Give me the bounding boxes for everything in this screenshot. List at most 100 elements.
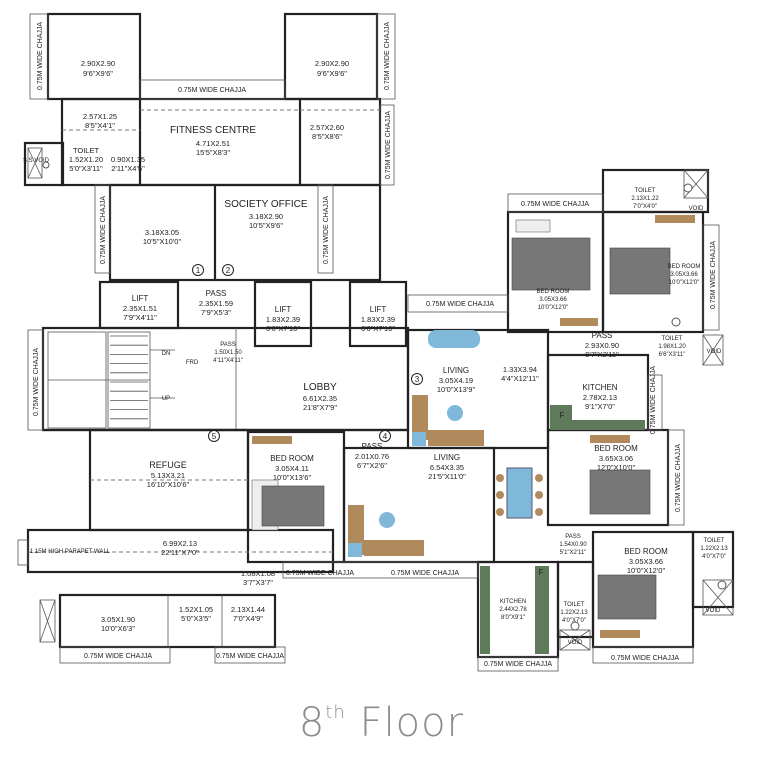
- svg-text:1.98X1.20: 1.98X1.20: [658, 344, 686, 350]
- floor-suffix: th: [325, 702, 346, 723]
- svg-text:KITCHEN: KITCHEN: [500, 599, 526, 605]
- svg-text:UP: UP: [162, 396, 170, 402]
- svg-text:LIFT: LIFT: [370, 305, 387, 314]
- svg-text:10'0"X12'0": 10'0"X12'0": [627, 566, 666, 575]
- svg-text:1: 1: [196, 266, 201, 275]
- svg-text:0.75M WIDE CHAJJA: 0.75M WIDE CHAJJA: [33, 348, 40, 416]
- svg-text:5'0"X3'11": 5'0"X3'11": [69, 164, 103, 173]
- svg-text:9'1"X7'0": 9'1"X7'0": [585, 402, 615, 411]
- sofa-living-1: [348, 505, 424, 557]
- chajja-labels: 0.75M WIDE CHAJJA 0.75M WIDE CHAJJA 0.75…: [33, 22, 717, 668]
- svg-text:BED ROOM: BED ROOM: [594, 444, 638, 453]
- svg-text:F: F: [560, 411, 565, 420]
- svg-text:1.52X1.05: 1.52X1.05: [179, 605, 213, 614]
- svg-text:0.75M WIDE CHAJJA: 0.75M WIDE CHAJJA: [84, 653, 152, 660]
- svg-text:5'1"X2'11": 5'1"X2'11": [560, 550, 587, 556]
- svg-text:SOCIETY OFFICE: SOCIETY OFFICE: [224, 199, 307, 210]
- svg-text:0.75M WIDE CHAJJA: 0.75M WIDE CHAJJA: [323, 196, 330, 264]
- svg-text:7'0"X4'0": 7'0"X4'0": [633, 204, 657, 210]
- svg-text:9'6"X9'6": 9'6"X9'6": [317, 69, 347, 78]
- svg-text:3.05X1.90: 3.05X1.90: [101, 615, 135, 624]
- svg-text:0.75M WIDE CHAJJA: 0.75M WIDE CHAJJA: [521, 201, 589, 208]
- svg-text:1.83X2.39: 1.83X2.39: [361, 315, 395, 324]
- svg-text:4'4"X12'11": 4'4"X12'11": [501, 374, 539, 383]
- svg-text:0.75M WIDE CHAJJA: 0.75M WIDE CHAJJA: [484, 661, 552, 668]
- svg-text:KITCHEN: KITCHEN: [582, 383, 617, 392]
- svg-text:TOILET: TOILET: [662, 336, 683, 342]
- dining-table: [496, 467, 543, 519]
- room-labels: 2.90X2.909'6"X9'6" 2.90X2.909'6"X9'6" 2.…: [69, 59, 728, 633]
- svg-text:3.18X2.90: 3.18X2.90: [249, 212, 283, 221]
- svg-text:0.75M WIDE CHAJJA: 0.75M WIDE CHAJJA: [391, 570, 459, 577]
- svg-text:0.75M WIDE CHAJJA: 0.75M WIDE CHAJJA: [37, 22, 44, 90]
- svg-text:2.44X2.78: 2.44X2.78: [499, 607, 527, 613]
- svg-text:PASS: PASS: [592, 331, 613, 340]
- svg-text:2.57X1.25: 2.57X1.25: [83, 112, 117, 121]
- misc-labels: S.S VOID VOID VOID VOID VOID 1.15M HIGH …: [23, 158, 722, 646]
- svg-text:10'5"X10'0": 10'5"X10'0": [143, 237, 182, 246]
- svg-text:1.33X3.94: 1.33X3.94: [503, 365, 537, 374]
- room-r11: 2.13X1.447'0"X4'9": [231, 605, 265, 623]
- svg-text:FITNESS CENTRE: FITNESS CENTRE: [170, 125, 256, 136]
- svg-text:8'0"X9'1": 8'0"X9'1": [501, 615, 525, 621]
- svg-text:10'0"X6'3": 10'0"X6'3": [101, 624, 135, 633]
- room-r1: 2.90X2.909'6"X9'6": [81, 59, 115, 78]
- svg-text:0.75M WIDE CHAJJA: 0.75M WIDE CHAJJA: [384, 22, 391, 90]
- svg-text:10'0"X12'0": 10'0"X12'0": [538, 305, 569, 311]
- svg-text:7'9"X4'11": 7'9"X4'11": [123, 313, 157, 322]
- floor-word: Floor: [359, 700, 465, 746]
- svg-text:0.75M WIDE CHAJJA: 0.75M WIDE CHAJJA: [710, 241, 717, 309]
- room-kitchen2: KITCHEN 2.44X2.78 8'0"X9'1": [499, 599, 527, 621]
- svg-text:PASS: PASS: [362, 442, 383, 451]
- svg-text:LOBBY: LOBBY: [303, 382, 337, 393]
- svg-text:1.22X2.13: 1.22X2.13: [700, 546, 728, 552]
- room-r12: 1.33X3.944'4"X12'11": [501, 365, 539, 383]
- svg-text:6'0"X7'10": 6'0"X7'10": [361, 324, 395, 333]
- svg-text:2.90X2.90: 2.90X2.90: [315, 59, 349, 68]
- dashed-lines: [28, 109, 380, 553]
- svg-text:BED ROOM: BED ROOM: [270, 454, 314, 463]
- svg-text:TOILET: TOILET: [564, 602, 585, 608]
- room-r10: 1.52X1.055'0"X3'5": [179, 605, 213, 623]
- floor-number: 8: [298, 700, 326, 746]
- svg-text:6.99X2.13: 6.99X2.13: [163, 539, 197, 548]
- svg-text:0.75M WIDE CHAJJA: 0.75M WIDE CHAJJA: [426, 301, 494, 308]
- svg-text:LIVING: LIVING: [434, 453, 460, 462]
- svg-text:6'0"X7'10": 6'0"X7'10": [266, 324, 300, 333]
- svg-text:10'0"X12'0": 10'0"X12'0": [669, 280, 700, 286]
- floor-title: 8th Floor: [0, 700, 763, 746]
- svg-text:9'6"X9'6": 9'6"X9'6": [83, 69, 113, 78]
- svg-text:2'11"X4'5": 2'11"X4'5": [111, 164, 145, 173]
- svg-text:3.05X3.66: 3.05X3.66: [629, 557, 663, 566]
- svg-text:5: 5: [212, 432, 217, 441]
- bed-3: [609, 215, 695, 295]
- svg-text:2.01X0.76: 2.01X0.76: [355, 452, 389, 461]
- svg-text:6.61X2.35: 6.61X2.35: [303, 394, 337, 403]
- svg-text:F: F: [539, 568, 544, 577]
- svg-text:1.15M HIGH PARAPET WALL: 1.15M HIGH PARAPET WALL: [30, 549, 111, 555]
- svg-text:0.75M WIDE CHAJJA: 0.75M WIDE CHAJJA: [100, 196, 107, 264]
- svg-text:4'0"X7'0": 4'0"X7'0": [562, 618, 586, 624]
- svg-text:BED ROOM: BED ROOM: [624, 547, 668, 556]
- svg-text:DN: DN: [162, 351, 171, 357]
- marker-3: 3: [411, 373, 423, 385]
- marker-2: 2: [222, 264, 234, 276]
- markers: 1 2 3 4 5: [192, 264, 423, 442]
- svg-text:VOID: VOID: [706, 608, 721, 614]
- svg-text:2: 2: [226, 266, 231, 275]
